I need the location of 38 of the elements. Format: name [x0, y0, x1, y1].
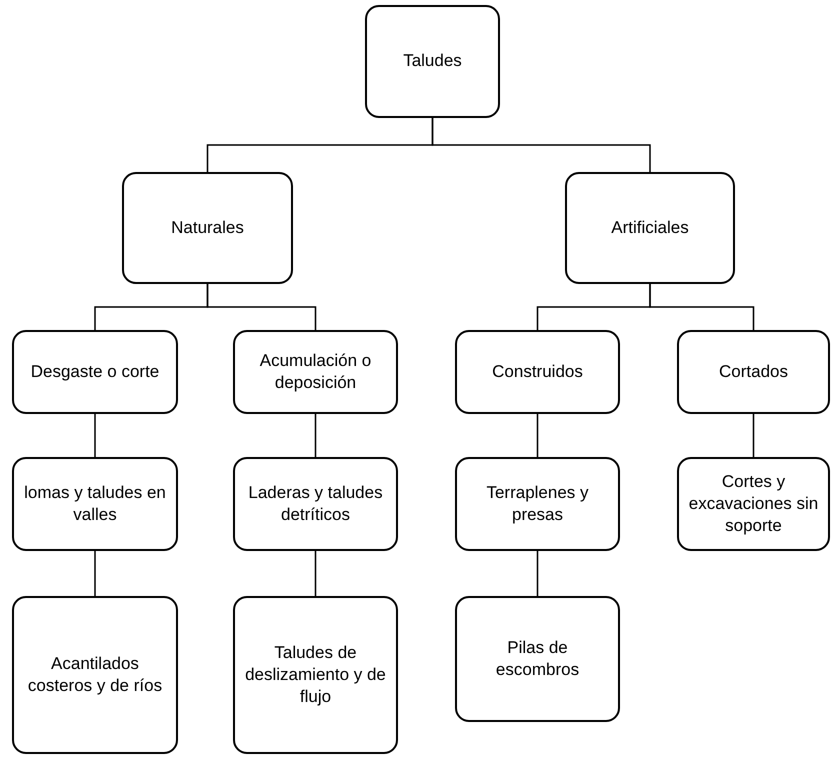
category-box — [233, 457, 398, 551]
category-box — [122, 172, 293, 284]
connector-line — [649, 284, 754, 330]
connector-line — [206, 284, 316, 330]
category-box — [455, 330, 620, 414]
box-label: Naturales — [171, 216, 244, 239]
connector-line — [432, 118, 651, 172]
category-box — [455, 596, 620, 722]
connector-line — [94, 414, 96, 457]
connector-line — [752, 414, 754, 457]
box-label: Construidos — [492, 360, 583, 383]
box-label: Cortes y excavaciones sin soporte — [688, 470, 820, 538]
category-box — [677, 457, 830, 551]
category-box — [455, 457, 620, 551]
box-label: Laderas y taludes detríticos — [247, 482, 384, 526]
box-label: Pilas de escombros — [494, 636, 580, 681]
box-label: Acumulación o deposición — [258, 350, 372, 394]
category-box — [12, 596, 178, 754]
category-box — [365, 5, 500, 118]
box-label: lomas y taludes en valles — [23, 482, 167, 526]
box-label: Acantilados costeros y de ríos — [26, 652, 164, 697]
category-box — [233, 330, 398, 414]
box-label: Cortados — [719, 360, 788, 383]
connector-line — [94, 551, 96, 596]
connector-line — [536, 551, 538, 596]
box-label: Desgaste o corte — [30, 360, 160, 383]
box-label: Taludes — [403, 50, 462, 72]
connector-line — [314, 551, 316, 596]
category-box — [677, 330, 830, 414]
box-label: Terraplenes y presas — [485, 482, 590, 526]
connector-line — [536, 414, 538, 457]
category-box — [233, 596, 398, 754]
connector-line — [314, 414, 316, 457]
category-box — [12, 330, 178, 414]
box-label: Artificiales — [611, 216, 689, 239]
box-label: Taludes de deslizamiento y de flujo — [244, 642, 387, 708]
category-box — [565, 172, 735, 284]
category-box — [12, 457, 178, 551]
